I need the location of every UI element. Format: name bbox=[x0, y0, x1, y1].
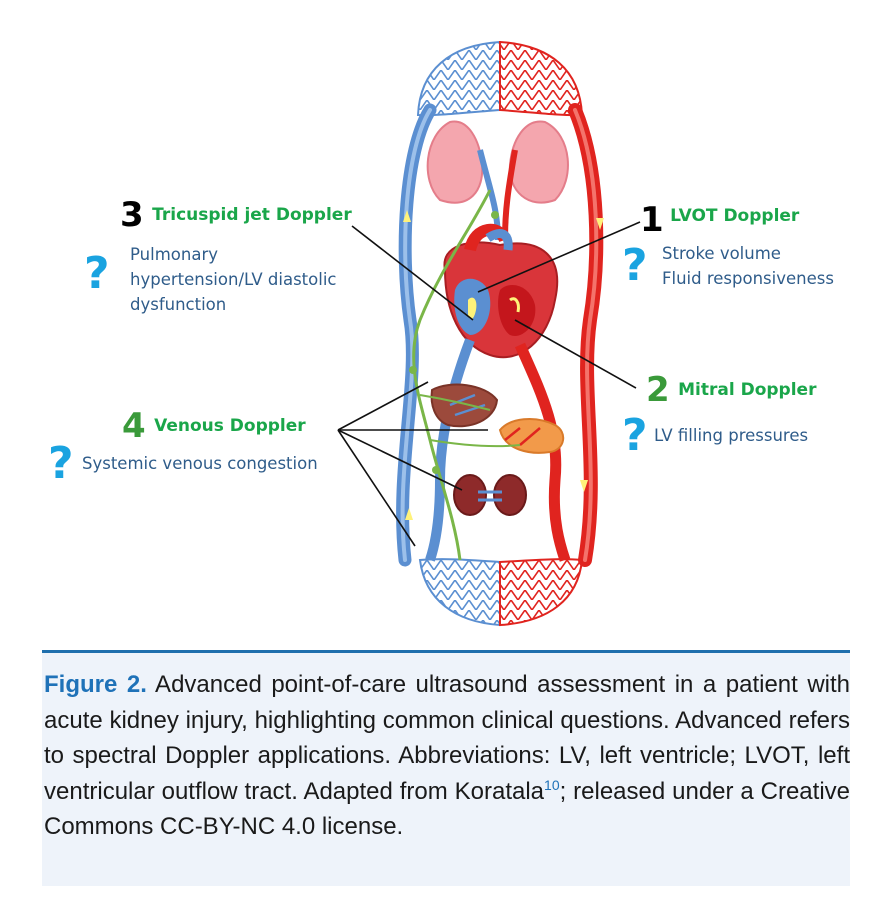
callout-tricuspid: 3 Tricuspid jet Doppler bbox=[120, 198, 390, 232]
callout-desc-lvot: Stroke volume Fluid responsiveness bbox=[662, 244, 834, 288]
circulation-diagram bbox=[337, 40, 641, 627]
callout-lvot: 1 LVOT Doppler bbox=[640, 203, 860, 237]
callout-title: Mitral Doppler bbox=[678, 380, 817, 400]
callout-desc-venous: Systemic venous congestion bbox=[82, 454, 318, 473]
question-mark-icon: ? bbox=[84, 248, 110, 299]
kidney-illustration bbox=[453, 474, 527, 516]
question-mark-icon: ? bbox=[622, 240, 648, 291]
callout-title: Tricuspid jet Doppler bbox=[152, 205, 352, 225]
callout-title: Venous Doppler bbox=[154, 416, 306, 436]
caption-text: Figure 2. Advanced point-of-care ultraso… bbox=[44, 667, 850, 845]
callout-desc-tricuspid: Pulmonary hypertension/LV diastolic dysf… bbox=[130, 245, 337, 314]
figure-caption: Figure 2. Advanced point-of-care ultraso… bbox=[42, 650, 850, 886]
callout-desc-mitral: LV filling pressures bbox=[654, 426, 809, 445]
callout-number: 1 bbox=[640, 200, 664, 240]
callout-number: 3 bbox=[120, 195, 144, 235]
pointer-lines bbox=[337, 221, 641, 547]
heart-illustration bbox=[443, 223, 559, 359]
inferior-vena-cava bbox=[425, 338, 475, 562]
callout-number: 2 bbox=[646, 370, 670, 410]
reference-superscript: 10 bbox=[544, 776, 560, 793]
upper-capillary-bed bbox=[416, 40, 584, 117]
question-mark-icon: ? bbox=[48, 438, 74, 489]
lymphatic-vessel bbox=[412, 189, 492, 561]
liver-illustration bbox=[430, 383, 499, 428]
descending-aorta bbox=[514, 342, 571, 562]
callout-mitral: 2 Mitral Doppler bbox=[646, 373, 866, 407]
callout-venous: 4 Venous Doppler bbox=[122, 409, 342, 443]
caption-body: Advanced point-of-care ultrasound assess… bbox=[44, 671, 851, 805]
lower-capillary-bed bbox=[418, 558, 584, 627]
pancreas-illustration bbox=[498, 418, 565, 454]
lungs-illustration bbox=[426, 120, 569, 241]
callout-title: LVOT Doppler bbox=[670, 206, 800, 226]
caption-body-end: ; released under a Creative Commons CC-B… bbox=[44, 777, 850, 841]
callout-number: 4 bbox=[122, 406, 146, 446]
figure-label: Figure 2. bbox=[44, 671, 147, 698]
question-mark-icon: ? bbox=[622, 410, 648, 461]
